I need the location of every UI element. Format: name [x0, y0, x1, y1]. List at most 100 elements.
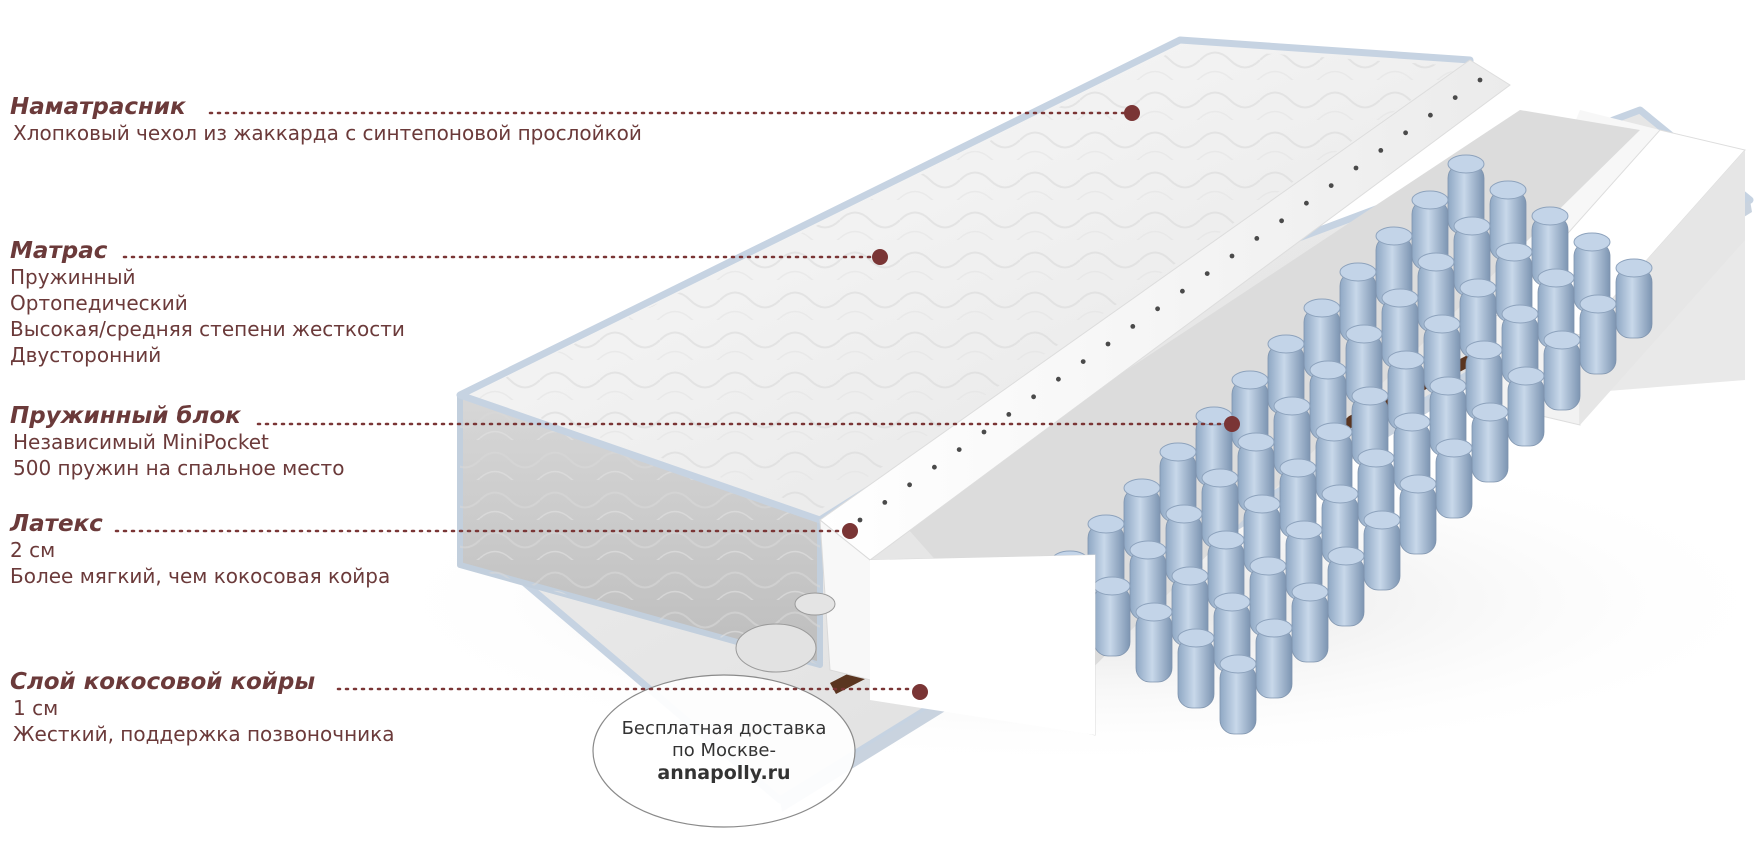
- pocket-spring: [1615, 258, 1653, 339]
- label-mattress-line-3: Высокая/средняя степени жесткости: [10, 317, 405, 341]
- pocket-spring: [1471, 402, 1509, 483]
- pocket-spring: [1459, 278, 1497, 359]
- pocket-spring: [1303, 298, 1341, 379]
- latex-hole: [1155, 306, 1160, 312]
- pocket-spring: [1309, 360, 1347, 441]
- pocket-spring: [1381, 288, 1419, 369]
- pocket-spring: [1165, 504, 1203, 585]
- latex-hole: [882, 500, 888, 505]
- promo-line-2: по Москве-: [672, 740, 776, 761]
- pocket-spring: [1219, 654, 1257, 735]
- label-spring-block: Пружинный блок Независимый MiniPocket 50…: [10, 403, 344, 481]
- latex-hole: [1180, 288, 1185, 294]
- pocket-spring: [1135, 602, 1173, 683]
- pocket-spring: [1321, 484, 1359, 565]
- pocket-spring: [1489, 180, 1527, 261]
- latex-hole: [1080, 359, 1086, 364]
- pocket-spring: [1363, 510, 1401, 591]
- pocket-spring: [1351, 386, 1389, 467]
- pocket-spring: [1357, 448, 1395, 529]
- latex-hole: [1304, 200, 1309, 206]
- pocket-spring-block: [1051, 154, 1653, 735]
- label-mattress-title: Матрас: [10, 238, 108, 264]
- label-coir-title: Слой кокосовой койры: [10, 669, 316, 695]
- latex-hole: [907, 482, 912, 488]
- label-latex: Латекс 2 см Более мягкий, чем кокосовая …: [10, 511, 390, 589]
- latex-hole: [956, 447, 962, 452]
- pocket-spring: [1411, 190, 1449, 271]
- promo-line-1: Бесплатная доставка: [621, 718, 827, 739]
- latex-hole: [1452, 95, 1458, 100]
- pocket-spring: [1465, 340, 1503, 421]
- label-latex-line-2: Более мягкий, чем кокосовая койра: [10, 564, 391, 588]
- latex-hole: [857, 517, 863, 523]
- pocket-spring: [1399, 474, 1437, 555]
- pocket-spring: [1279, 458, 1317, 539]
- label-topper-line-1: Хлопковый чехол из жаккарда с синтепонов…: [13, 121, 642, 145]
- latex-hole: [1056, 376, 1061, 382]
- leader-dot-mattress: [872, 249, 888, 265]
- pocket-spring: [1273, 396, 1311, 477]
- pocket-spring: [1495, 242, 1533, 323]
- latex-hole: [1378, 148, 1384, 153]
- pocket-spring: [1291, 582, 1329, 663]
- latex-hole: [1130, 324, 1136, 329]
- latex-hole: [1328, 183, 1334, 189]
- latex-hole: [1477, 77, 1483, 83]
- pocket-spring: [1201, 468, 1239, 549]
- leader-lines: [114, 105, 1240, 700]
- latex-hole: [1353, 165, 1359, 171]
- label-coir-line-2: Жесткий, поддержка позвоночника: [13, 722, 395, 746]
- label-latex-title: Латекс: [10, 511, 103, 537]
- pocket-spring: [1159, 442, 1197, 523]
- pocket-spring: [1339, 262, 1377, 343]
- label-spring-block-title: Пружинный блок: [10, 403, 241, 429]
- pocket-spring: [1315, 422, 1353, 503]
- latex-hole: [1403, 130, 1408, 136]
- latex-hole: [1254, 236, 1260, 241]
- pocket-spring: [1543, 330, 1581, 411]
- pocket-spring: [1531, 206, 1569, 287]
- pocket-spring: [1327, 546, 1365, 627]
- pocket-spring: [1537, 268, 1575, 349]
- pocket-spring: [1093, 576, 1131, 657]
- leader-dot-topper: [1124, 105, 1140, 121]
- label-coir-line-1: 1 см: [13, 696, 59, 720]
- latex-hole: [1204, 271, 1210, 276]
- label-topper-title: Наматрасник: [10, 94, 186, 120]
- label-latex-line-1: 2 см: [10, 538, 56, 562]
- pocket-spring: [1453, 216, 1491, 297]
- latex-perforations: [857, 77, 1483, 523]
- pocket-spring: [1501, 304, 1539, 385]
- leader-dot-coir: [912, 684, 928, 700]
- pocket-spring: [1507, 366, 1545, 447]
- label-mattress: Матрас Пружинный Ортопедический Высокая/…: [10, 238, 405, 368]
- leader-dot-spring-block: [1224, 416, 1240, 432]
- label-topper: Наматрасник Хлопковый чехол из жаккарда …: [10, 94, 642, 146]
- label-mattress-line-4: Двусторонний: [10, 343, 162, 367]
- latex-hole: [1428, 112, 1433, 118]
- label-spring-block-line-2: 500 пружин на спальное место: [13, 456, 345, 480]
- pocket-spring: [1255, 618, 1293, 699]
- badge-medium: [735, 623, 817, 673]
- latex-hole: [1105, 341, 1111, 347]
- pocket-spring: [1267, 334, 1305, 415]
- badge-small: [794, 592, 836, 616]
- pocket-spring: [1579, 294, 1617, 375]
- promo-text: Бесплатная доставка по Москве- annapolly…: [594, 676, 854, 826]
- latex-hole: [932, 464, 937, 470]
- latex-hole: [1031, 394, 1036, 400]
- promo-site[interactable]: annapolly.ru: [657, 762, 791, 784]
- latex-hole: [1229, 253, 1235, 259]
- leader-dot-latex: [842, 523, 858, 539]
- pocket-spring: [1573, 232, 1611, 313]
- label-spring-block-line-1: Независимый MiniPocket: [13, 430, 269, 454]
- pocket-spring: [1177, 628, 1215, 709]
- pocket-spring: [1087, 514, 1125, 595]
- latex-hole: [1279, 218, 1284, 224]
- label-coir: Слой кокосовой койры 1 см Жесткий, подде…: [10, 669, 394, 747]
- pocket-spring: [1435, 438, 1473, 519]
- latex-hole: [1006, 412, 1012, 417]
- label-mattress-line-1: Пружинный: [10, 265, 136, 289]
